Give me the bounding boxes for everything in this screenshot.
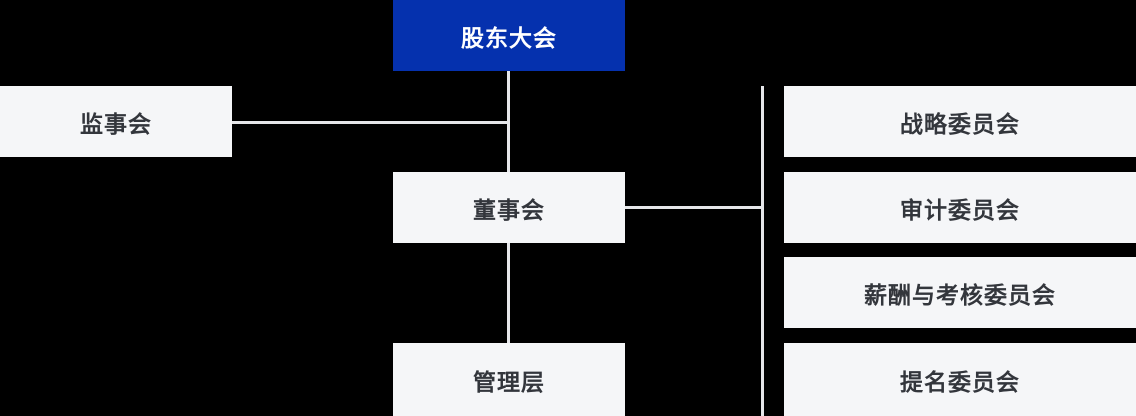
node-shareholders-meeting-label: 股东大会 [461, 24, 557, 51]
connector-committees-spine-line [761, 86, 764, 416]
node-strategy-committee: 战略委员会 [784, 86, 1136, 157]
connector-supervisory-board-line [232, 121, 509, 124]
node-management: 管理层 [393, 343, 625, 416]
node-board-of-directors: 董事会 [393, 172, 625, 243]
node-management-label: 管理层 [473, 368, 545, 395]
node-supervisory-board: 监事会 [0, 86, 232, 157]
node-audit-committee-label: 审计委员会 [900, 196, 1020, 223]
connector-board-to-committees-line [625, 206, 764, 209]
node-strategy-committee-label: 战略委员会 [900, 110, 1020, 137]
node-nomination-committee-label: 提名委员会 [900, 368, 1020, 395]
node-remuneration-appraisal-committee-label: 薪酬与考核委员会 [864, 281, 1056, 308]
node-board-of-directors-label: 董事会 [473, 196, 545, 223]
node-remuneration-appraisal-committee: 薪酬与考核委员会 [784, 257, 1136, 328]
node-nomination-committee: 提名委员会 [784, 343, 1136, 416]
node-shareholders-meeting: 股东大会 [393, 0, 625, 71]
node-supervisory-board-label: 监事会 [80, 110, 152, 137]
node-audit-committee: 审计委员会 [784, 172, 1136, 243]
